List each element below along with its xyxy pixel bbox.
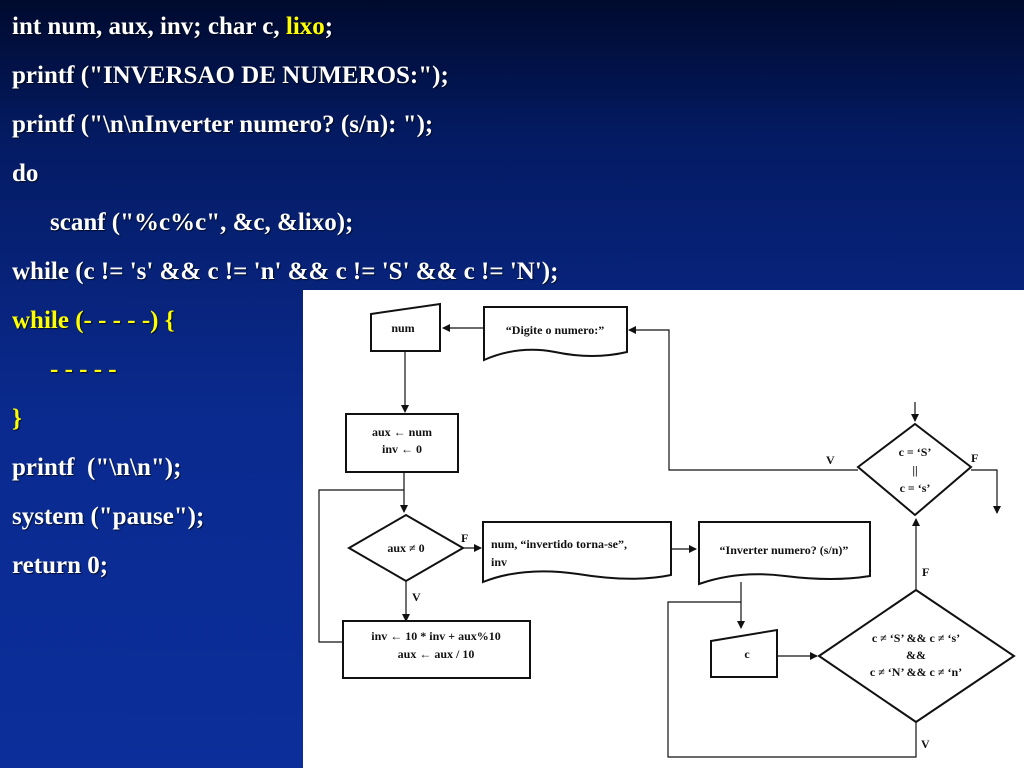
output-result-line2: inv [491, 555, 507, 569]
flowchart-display-digite: “Digite o numero:” [483, 306, 628, 362]
line-f-exit [971, 469, 1001, 514]
line-loop-back [318, 489, 404, 643]
input-num-label: num [391, 321, 414, 335]
label-v-cdecision: V [826, 453, 835, 467]
display-inverter-label: “Inverter numero? (s/n)” [720, 543, 849, 557]
code-line-return: return 0; [12, 552, 109, 579]
code-line-do: do [12, 160, 39, 187]
code-line-printf-title: printf ("INVERSAO DE NUMEROS:"); [12, 62, 449, 89]
process-invert-line1: inv ← 10 * inv + aux%10 [371, 629, 501, 643]
process-invert-line2: aux ← aux / 10 [398, 647, 475, 661]
flowchart-image: num “Digite o numero:” aux ← num inv ← 0 [303, 290, 1024, 768]
decision-valid-line2: && [906, 648, 926, 662]
code-highlight-lixo: lixo [285, 13, 325, 40]
flowchart-decision-aux: aux ≠ 0 [347, 513, 465, 583]
flowchart-decision-c: c = ‘S’ || c = ‘s’ [856, 422, 973, 517]
input-c-label: c [744, 647, 750, 661]
flowchart-input-c: c [710, 628, 778, 678]
flowchart-input-num: num [370, 302, 441, 352]
line-v-to-digite [628, 326, 858, 471]
decision-c-line3: c = ‘s’ [900, 481, 931, 495]
flowchart-decision-valid: c ≠ ‘S’ && c ≠ ‘s’ && c ≠ ‘N’ && c ≠ ‘n’ [817, 588, 1016, 724]
label-f-cdecision: F [971, 451, 978, 465]
line-invalid-loop [667, 601, 917, 758]
label-f-aux: F [461, 531, 468, 545]
decision-valid-line1: c ≠ ‘S’ && c ≠ ‘s’ [872, 631, 960, 645]
code-line-printf-question: printf ("\n\nInverter numero? (s/n): "); [12, 111, 434, 138]
code-line-blank-body: - - - - - [50, 356, 117, 383]
label-v-aux: V [412, 590, 421, 604]
process-init-line1: aux ← num [372, 425, 432, 439]
flowchart-process-init: aux ← num inv ← 0 [345, 413, 459, 473]
decision-c-line1: c = ‘S’ [899, 445, 932, 459]
label-f-valid: F [922, 565, 929, 579]
code-declarations-text: int num, aux, inv; char c, [12, 13, 286, 40]
flowchart-output-result: num, “invertido torna-se”, inv [482, 521, 672, 584]
output-result-line1: num, “invertido torna-se”, [491, 537, 627, 551]
display-digite-label: “Digite o numero:” [506, 323, 604, 337]
code-line-system-pause: system ("pause"); [12, 503, 205, 530]
decision-c-line2: || [912, 463, 917, 477]
flowchart-display-inverter: “Inverter numero? (s/n)” [698, 521, 871, 586]
code-semicolon: ; [324, 13, 334, 40]
decision-aux-label: aux ≠ 0 [387, 541, 424, 555]
code-line-declarations: int num, aux, inv; char c, lixo; [12, 12, 333, 42]
flowchart-svg: num “Digite o numero:” aux ← num inv ← 0 [318, 302, 1016, 758]
code-line-close-brace: } [12, 405, 22, 432]
flowchart-process-invert: inv ← 10 * inv + aux%10 aux ← aux / 10 [342, 620, 531, 679]
code-line-scanf: scanf ("%c%c", &c, &lixo); [50, 209, 354, 236]
code-line-while-blank: while (- - - - -) { [12, 307, 175, 334]
process-init-line2: inv ← 0 [382, 442, 422, 456]
decision-valid-line3: c ≠ ‘N’ && c ≠ ‘n’ [870, 665, 962, 679]
code-line-while-validate: while (c != 's' && c != 'n' && c != 'S' … [12, 258, 559, 285]
label-v-valid: V [921, 737, 930, 751]
code-line-printf-newlines: printf ("\n\n"); [12, 454, 182, 481]
